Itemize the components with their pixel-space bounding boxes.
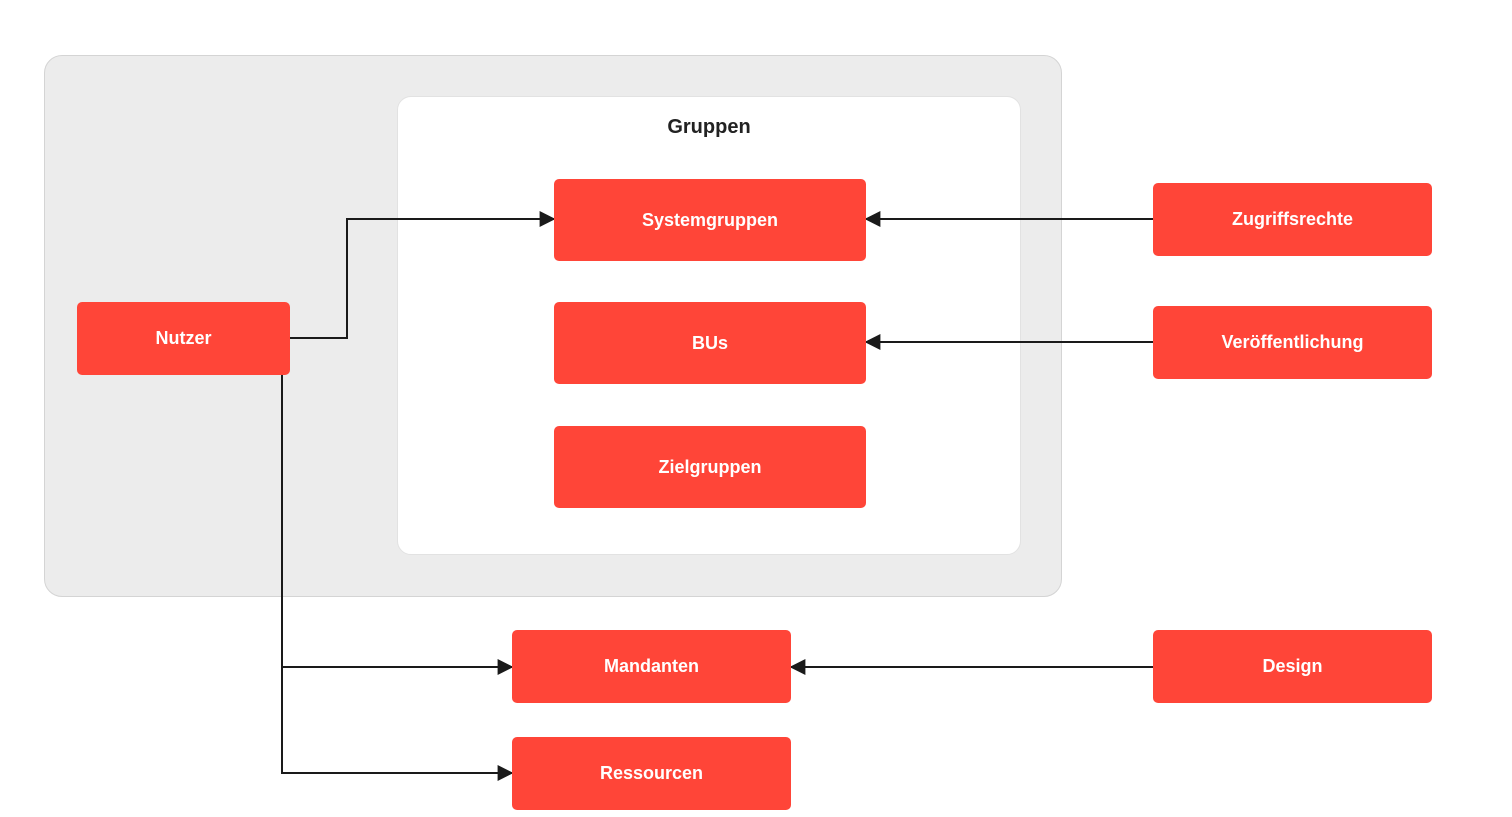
node-veroeffentlichung[interactable]: Veröffentlichung — [1153, 306, 1432, 379]
group-title: Gruppen — [667, 116, 751, 138]
node-zugriffsrechte-label: Zugriffsrechte — [1231, 209, 1354, 229]
node-mandanten[interactable]: Mandanten — [512, 630, 791, 703]
node-ressourcen[interactable]: Ressourcen — [512, 737, 791, 810]
node-zugriffsrechte[interactable]: Zugriffsrechte — [1153, 183, 1432, 256]
node-veroeffentlichung-label: Veröffentlichung — [1221, 332, 1364, 352]
node-design[interactable]: Design — [1153, 630, 1432, 703]
node-bus-label: BUs — [691, 332, 728, 353]
node-systemgruppen[interactable]: Systemgruppen — [554, 179, 866, 261]
node-zielgruppen-label: Zielgruppen — [658, 456, 762, 477]
node-bus[interactable]: BUs — [554, 302, 866, 384]
node-systemgruppen-label: Systemgruppen — [641, 209, 779, 230]
node-ressourcen-label: Ressourcen — [599, 763, 704, 783]
node-nutzer[interactable]: Nutzer — [77, 302, 290, 375]
node-zielgruppen[interactable]: Zielgruppen — [554, 426, 866, 508]
node-nutzer-label: Nutzer — [155, 328, 212, 348]
node-design-label: Design — [1262, 656, 1323, 676]
edge-nutzer-ressourcen — [281, 667, 514, 781]
node-mandanten-label: Mandanten — [603, 656, 699, 676]
